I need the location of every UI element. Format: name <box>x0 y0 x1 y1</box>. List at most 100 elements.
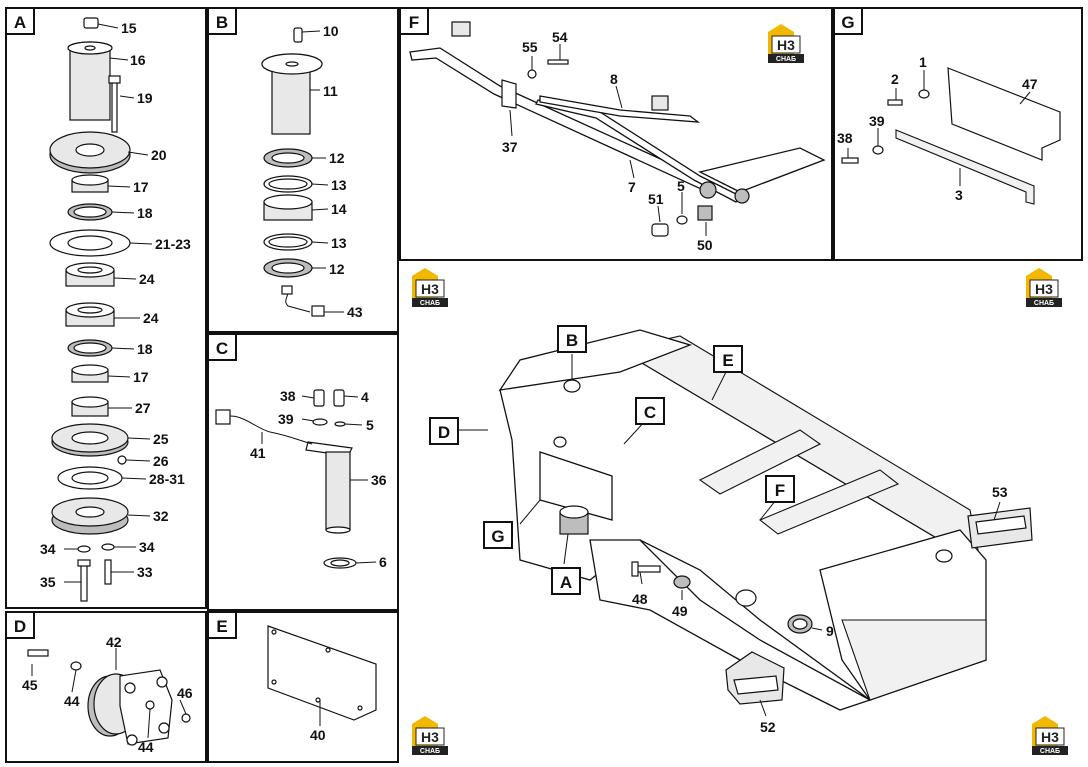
chassis-labels: 53 48 49 9 52 <box>632 484 1008 735</box>
label-main-52: 52 <box>760 719 776 735</box>
svg-text:CHAБ: CHAБ <box>776 56 796 63</box>
panel-f-leaders <box>509 44 707 236</box>
label-a-27: 27 <box>135 400 151 416</box>
label-c-39: 39 <box>278 411 294 427</box>
svg-text:G: G <box>491 527 504 546</box>
label-a-33: 33 <box>137 564 153 580</box>
label-b-12-lower: 12 <box>329 261 345 277</box>
label-a-18-lower: 18 <box>137 341 153 357</box>
svg-text:CHAБ: CHAБ <box>1034 300 1054 307</box>
label-f-50: 50 <box>697 237 713 253</box>
panel-d-parts <box>27 649 191 746</box>
svg-text:C: C <box>644 403 656 422</box>
panel-f-tag: F <box>399 7 429 35</box>
label-d-45: 45 <box>22 677 38 693</box>
label-c-5: 5 <box>366 417 374 433</box>
label-a-18: 18 <box>137 205 153 221</box>
label-g-39: 39 <box>869 113 885 129</box>
watermark-logo-f: CHAБ <box>767 23 805 64</box>
svg-text:F: F <box>775 481 785 500</box>
label-f-8: 8 <box>610 71 618 87</box>
panel-a-labels: 15 16 19 20 17 18 21-23 24 24 18 17 27 2… <box>40 20 191 590</box>
svg-text:E: E <box>722 351 733 370</box>
label-f-7: 7 <box>628 179 636 195</box>
watermark-logo-main-right: CHAБ <box>1025 267 1063 308</box>
label-a-17-lower: 17 <box>133 369 149 385</box>
callout-e: E <box>713 345 743 373</box>
panel-e-parts <box>267 625 377 721</box>
label-b-10: 10 <box>323 23 339 39</box>
label-b-43: 43 <box>347 304 363 320</box>
label-f-51: 51 <box>648 191 664 207</box>
label-c-38: 38 <box>280 388 296 404</box>
chassis-leaders <box>458 354 1001 717</box>
chassis-callouts: B E D C F G A <box>429 325 795 595</box>
panel-b-frame <box>207 7 399 333</box>
panel-g-labels: 2 1 47 38 39 3 <box>837 54 1038 203</box>
label-d-44-left: 44 <box>64 693 80 709</box>
label-a-25: 25 <box>153 431 169 447</box>
label-a-35: 35 <box>40 574 56 590</box>
panel-g-tag: G <box>833 7 863 35</box>
panel-g-leaders <box>847 70 1031 186</box>
label-a-16: 16 <box>130 52 146 68</box>
panel-f-labels: 55 54 8 37 7 51 5 50 <box>502 29 713 253</box>
label-c-4: 4 <box>361 389 369 405</box>
panel-b-tag: B <box>207 7 237 35</box>
svg-text:A: A <box>560 573 572 592</box>
callout-c: C <box>635 397 665 425</box>
panel-a-tag: A <box>5 7 35 35</box>
callout-g: G <box>483 521 513 549</box>
label-main-53: 53 <box>992 484 1008 500</box>
callout-a: A <box>551 567 581 595</box>
watermark-logo-bottom-right: CHAБ <box>1031 715 1069 756</box>
label-d-44-right: 44 <box>138 739 154 755</box>
label-a-21-23: 21-23 <box>155 236 191 252</box>
callout-d: D <box>429 417 459 445</box>
watermark-logo-main-left: CHAБ <box>411 267 449 308</box>
label-g-1: 1 <box>919 54 927 70</box>
label-a-20: 20 <box>151 147 167 163</box>
label-a-24-bottom: 24 <box>143 310 159 326</box>
label-f-5: 5 <box>677 178 685 194</box>
panel-c-tag: C <box>207 333 237 361</box>
panel-b-leaders <box>301 30 344 313</box>
svg-text:B: B <box>566 331 578 350</box>
label-g-47: 47 <box>1022 76 1038 92</box>
label-main-48: 48 <box>632 591 648 607</box>
panel-b-labels: 10 11 12 13 14 13 12 43 <box>323 23 363 320</box>
svg-text:D: D <box>14 617 26 636</box>
svg-text:B: B <box>216 13 228 32</box>
label-a-28-31: 28-31 <box>149 471 185 487</box>
svg-text:CHAБ: CHAБ <box>420 300 440 307</box>
panel-d-frame <box>5 611 207 763</box>
panel-d-labels: 42 45 44 46 44 <box>22 634 193 755</box>
panel-g-parts <box>841 67 1061 205</box>
panel-e-frame <box>207 611 399 763</box>
label-a-15: 15 <box>121 20 137 36</box>
callout-f: F <box>765 475 795 503</box>
panel-c-labels: 38 4 39 5 41 36 6 <box>250 388 387 570</box>
svg-text:CHAБ: CHAБ <box>1040 748 1060 755</box>
callout-b: B <box>557 325 587 353</box>
label-b-14: 14 <box>331 201 347 217</box>
svg-text:C: C <box>216 339 228 358</box>
svg-text:D: D <box>438 423 450 442</box>
watermark-logo-bottom-left: CHAБ <box>411 715 449 756</box>
panel-g-frame <box>833 7 1083 261</box>
label-a-26: 26 <box>153 453 169 469</box>
panel-a-leaders <box>64 23 153 583</box>
label-f-37: 37 <box>502 139 518 155</box>
label-e-40: 40 <box>310 727 326 743</box>
panel-b-parts <box>261 27 325 317</box>
label-a-19: 19 <box>137 90 153 106</box>
label-a-34-right: 34 <box>139 539 155 555</box>
chassis-frame <box>498 329 1033 711</box>
label-a-24-top: 24 <box>139 271 155 287</box>
panel-f-frame <box>399 7 833 261</box>
label-c-36: 36 <box>371 472 387 488</box>
label-main-49: 49 <box>672 603 688 619</box>
label-c-6: 6 <box>379 554 387 570</box>
label-g-38: 38 <box>837 130 853 146</box>
